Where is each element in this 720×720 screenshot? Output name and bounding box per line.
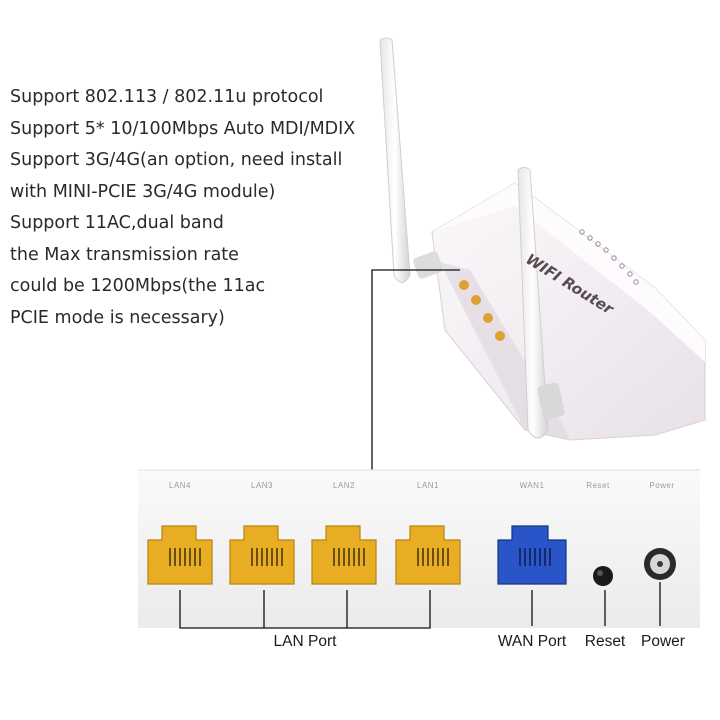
spec-line: Support 11AC,dual band <box>10 213 224 233</box>
reset-label: Reset <box>584 633 626 650</box>
power-label: Power <box>641 633 685 650</box>
antenna-rear <box>379 37 443 283</box>
power-jack <box>644 548 676 580</box>
lan-port-label: LAN Port <box>273 633 337 650</box>
spec-line: Support 802.113 / 802.11u protocol <box>10 87 324 107</box>
panel-label-power: Power <box>649 481 675 490</box>
reset-button-hole <box>593 566 613 586</box>
pointer-line <box>371 269 460 476</box>
spec-line: the Max transmission rate <box>10 244 239 265</box>
antenna-front <box>517 167 565 439</box>
wan-port <box>497 525 567 585</box>
panel-label-lan3: LAN3 <box>250 481 274 490</box>
panel-label-lan1: LAN1 <box>416 481 440 490</box>
callout-lines <box>179 582 661 629</box>
lan-port-4 <box>147 525 213 585</box>
spec-line: PCIE mode is necessary) <box>10 307 225 328</box>
spec-line: Support 3G/4G(an option, need install <box>10 150 343 170</box>
wan-port-label: WAN Port <box>497 633 567 650</box>
router-body <box>431 182 706 441</box>
spec-list: Support 802.113 / 802.11u protocol Suppo… <box>10 82 355 334</box>
spec-line: with MINI-PCIE 3G/4G module) <box>10 181 276 202</box>
panel-label-reset: Reset <box>586 481 610 490</box>
lan-port-2 <box>311 525 377 585</box>
lan-port-3 <box>229 525 295 585</box>
panel-label-lan4: LAN4 <box>168 481 192 490</box>
panel-label-wan1: WAN1 <box>519 481 545 490</box>
lan-port-1 <box>395 525 461 585</box>
spec-line: could be 1200Mbps(the 11ac <box>10 276 266 296</box>
panel-label-lan2: LAN2 <box>332 481 356 490</box>
spec-line: Support 5* 10/100Mbps Auto MDI/MDIX <box>10 118 356 139</box>
